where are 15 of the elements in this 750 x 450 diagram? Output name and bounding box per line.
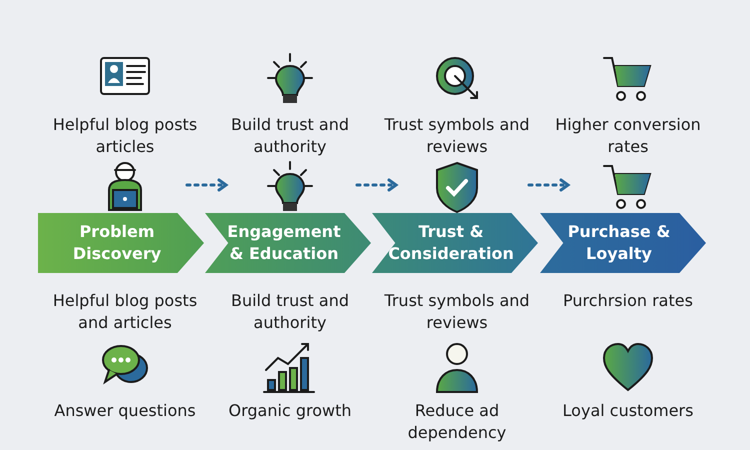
caption-text: Trust symbols and reviews [383,290,531,334]
caption-text: Trust symbols and reviews [383,114,531,158]
caption-text: Loyal customers [562,400,694,422]
caption-text: Purchrsion rates [562,290,694,312]
caption-text: Answer questions [53,400,197,422]
stage-banner: Engagement & Education [205,213,371,273]
caption-text: Build trust and authority [230,114,350,158]
caption-text: Build trust and authority [230,290,350,334]
caption-text: Helpful blog posts articles [52,114,198,158]
caption-text: Helpful blog posts and articles [52,290,198,334]
stage-banner: Problem Discovery [38,213,204,273]
caption-text: Reduce ad dependency [406,400,508,444]
caption-text: Higher conversion rates [554,114,702,158]
stage-banner: Purchase & Loyalty [540,213,706,273]
caption-text: Organic growth [228,400,352,422]
